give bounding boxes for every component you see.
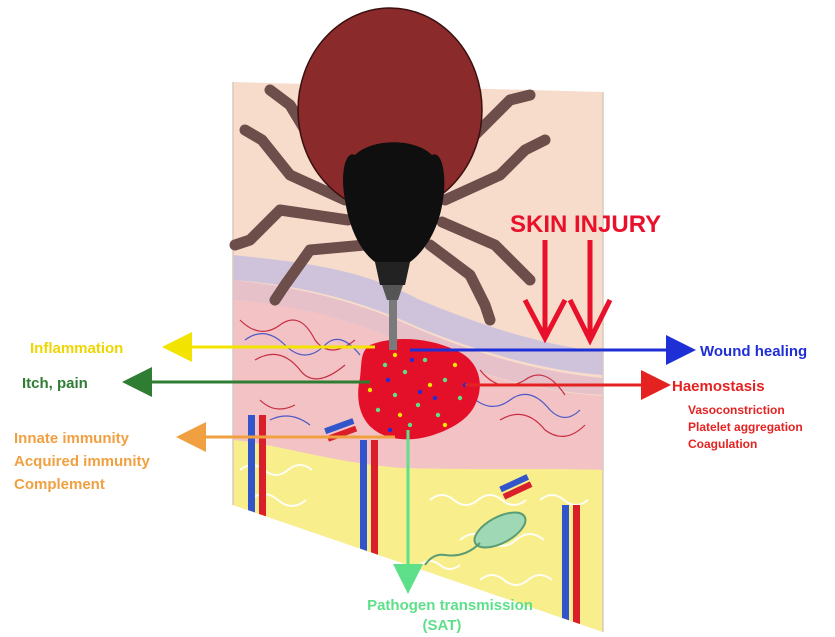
haemostasis-label: Haemostasis [672, 378, 765, 395]
acquired-immunity-label: Acquired immunity [14, 453, 151, 470]
haemostasis-sub-3: Coagulation [688, 437, 757, 451]
haemostasis-sub-2: Platelet aggregation [688, 420, 803, 434]
haemostasis-sub-1: Vasoconstriction [688, 403, 785, 417]
inflammation-label: Inflammation [30, 340, 123, 357]
wound-healing-label: Wound healing [700, 343, 807, 360]
complement-label: Complement [14, 476, 105, 493]
pathogen-label: Pathogen transmission [367, 597, 533, 614]
innate-immunity-label: Innate immunity [14, 430, 130, 447]
pathogen-sat-label: (SAT) [423, 617, 462, 634]
skin-injury-label: SKIN INJURY [510, 211, 661, 238]
itch-pain-label: Itch, pain [22, 375, 88, 392]
